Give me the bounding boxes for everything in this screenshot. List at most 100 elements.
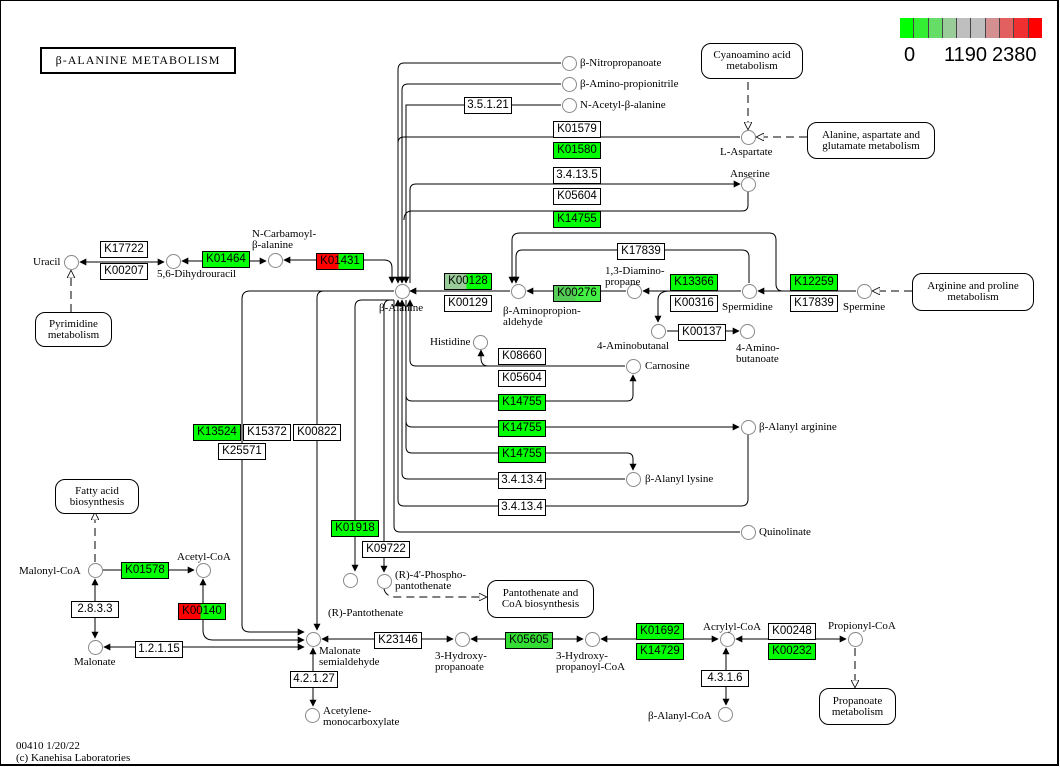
gene-box-3-4-13-4[interactable]: 3.4.13.4 [498,499,546,516]
compound-n-carbamoyl-alanine[interactable] [268,253,283,268]
compound-3-hydroxy-propanoyl-coa[interactable] [585,632,600,647]
gene-box-k01918[interactable]: K01918 [331,520,379,537]
compound-label-aminopropion-aldehyde: β-Aminopropion- aldehyde [503,305,581,328]
compound-4-aminobutanal[interactable] [651,324,666,339]
compound-5-6-dihydrouracil[interactable] [166,254,181,269]
legend-cell [957,18,972,38]
compound-uracil[interactable] [64,255,79,270]
compound-acrylyl-coa[interactable] [720,632,735,647]
pathway-link-pyrimidine-metabolism[interactable]: Pyrimidine metabolism [35,312,112,347]
compound-l-aspartate[interactable] [741,130,756,145]
gene-box-k13366[interactable]: K13366 [670,274,718,291]
pathway-link-fatty-acid-biosynthesis[interactable]: Fatty acid biosynthesis [55,479,139,514]
compound-amino-propionitrile[interactable] [562,77,577,92]
gene-box-k00140[interactable]: K00140 [178,603,226,620]
gene-box-k14729[interactable]: K14729 [636,643,684,660]
compound-label-malonate-semialdehyde: Malonate semialdehyde [319,645,380,668]
compound-spermidine[interactable] [742,284,757,299]
gene-box-k17722[interactable]: K17722 [100,241,148,258]
compound-alanyl-coa[interactable] [718,707,733,722]
gene-box-k14755[interactable]: K14755 [498,446,546,463]
gene-box-k00316[interactable]: K00316 [670,295,718,312]
legend-cell [1028,18,1042,38]
compound-spermine[interactable] [857,284,872,299]
compound-label-alanyl-coa: β-Alanyl-CoA [648,710,712,722]
gene-box-2-8-3-3[interactable]: 2.8.3.3 [71,601,119,618]
gene-box-k05604[interactable]: K05604 [553,188,601,205]
compound-malonate-semialdehyde[interactable] [306,632,321,647]
compound-label-quinolinate: Quinolinate [759,526,811,538]
gene-box-k01580[interactable]: K01580 [553,142,601,159]
gene-box-k12259[interactable]: K12259 [790,274,838,291]
compound-label-l-aspartate: L-Aspartate [720,146,773,158]
compound-label-spermine: Spermine [843,301,886,313]
gene-box-k00248[interactable]: K00248 [768,623,816,640]
gene-box-k23146[interactable]: K23146 [374,632,422,649]
gene-box-4-3-1-6[interactable]: 4.3.1.6 [701,670,749,687]
compound-label-3-hydroxy-propanoyl-coa: 3-Hydroxy- propanoyl-CoA [556,650,626,673]
gene-box-k14755[interactable]: K14755 [553,211,601,228]
compound-label-4-aminobutanal: 4-Aminobutanal [597,340,670,352]
footer-credit: 00410 1/20/22 (c) Kanehisa Laboratories [16,740,131,764]
compound-acetylene-monocarboxylate[interactable] [305,708,320,723]
compound-aminopropion-aldehyde[interactable] [511,284,526,299]
gene-box-1-2-1-15[interactable]: 1.2.1.15 [135,641,183,658]
compound-label-anserine: Anserine [730,168,770,180]
gene-box-k00276[interactable]: K00276 [553,285,601,302]
gene-box-k08660[interactable]: K08660 [498,348,546,365]
gene-box-k05604[interactable]: K05604 [498,370,546,387]
compound-propionyl-coa[interactable] [848,632,863,647]
gene-box-k01464[interactable]: K01464 [202,251,250,268]
compound-acetyl-coa[interactable] [196,563,211,578]
compound-1-3-diamino-propane[interactable] [627,284,642,299]
gene-box-k00137[interactable]: K00137 [678,324,726,341]
gene-box-k01578[interactable]: K01578 [121,562,169,579]
compound-alanyl-arginine[interactable] [741,420,756,435]
compound-label-r-4-phospho-pantothenate: (R)-4'-Phospho- pantothenate [395,569,467,592]
pathway-link-pantothenate-and-coa-biosynthesis[interactable]: Pantothenate and CoA biosynthesis [487,580,594,618]
gene-box-k00232[interactable]: K00232 [768,643,816,660]
compound-malonate[interactable] [88,640,103,655]
compound-r-pantothenate[interactable] [343,573,358,588]
pathway-link-propanoate-metabolism[interactable]: Propanoate metabolism [819,688,896,725]
gene-box-k15372[interactable]: K15372 [243,424,291,441]
compound-histidine[interactable] [473,335,488,350]
gene-box-k14755[interactable]: K14755 [498,394,546,411]
compound-4-amino-butanoate[interactable] [740,324,755,339]
compound-alanyl-lysine[interactable] [626,472,641,487]
compound-carnosine[interactable] [626,359,641,374]
gene-box-k00128[interactable]: K00128 [444,273,492,290]
pathway-link-alanine-aspartate-and-glutamate-metabolism[interactable]: Alanine, aspartate and glutamate metabol… [807,122,935,159]
compound-nitropropanoate[interactable] [562,56,577,71]
gene-box-k00207[interactable]: K00207 [100,263,148,280]
gene-box-k17839[interactable]: K17839 [790,295,838,312]
gene-box-k25571[interactable]: K25571 [218,443,266,460]
gene-box-k14755[interactable]: K14755 [498,420,546,437]
gene-box-k00129[interactable]: K00129 [444,295,492,312]
compound-label-nitropropanoate: β-Nitropropanoate [580,57,662,69]
gene-box-3-4-13-5[interactable]: 3.4.13.5 [553,167,601,184]
compound-quinolinate[interactable] [741,525,756,540]
gene-box-k01692[interactable]: K01692 [636,623,684,640]
gene-box-k17839[interactable]: K17839 [617,243,665,260]
pathway-link-cyanoamino-acid-metabolism[interactable]: Cyanoamino acid metabolism [701,43,803,79]
compound-malonyl-coa[interactable] [88,563,103,578]
gene-box-3-5-1-21[interactable]: 3.5.1.21 [464,97,512,114]
gene-box-k00822[interactable]: K00822 [293,424,341,441]
compound-label-acetyl-coa: Acetyl-CoA [177,551,231,563]
gene-box-3-4-13-4[interactable]: 3.4.13.4 [498,472,546,489]
gene-box-k05605[interactable]: K05605 [505,632,553,649]
legend-tick-min: 0 [904,44,916,66]
gene-box-4-2-1-27[interactable]: 4.2.1.27 [290,671,338,688]
gene-box-k09722[interactable]: K09722 [362,541,410,558]
compound-3-hydroxy-propanoate[interactable] [455,632,470,647]
gene-box-k13524[interactable]: K13524 [193,424,241,441]
compound-r-4-phospho-pantothenate[interactable] [377,574,392,589]
gene-box-k01579[interactable]: K01579 [553,121,601,138]
legend-cell [971,18,986,38]
gene-box-k01431[interactable]: K01431 [316,253,364,270]
compound-alanine[interactable] [395,284,410,299]
compound-anserine[interactable] [741,177,756,192]
pathway-link-arginine-and-proline-metabolism[interactable]: Arginine and proline metabolism [912,273,1034,311]
compound-n-acetyl-alanine[interactable] [562,98,577,113]
